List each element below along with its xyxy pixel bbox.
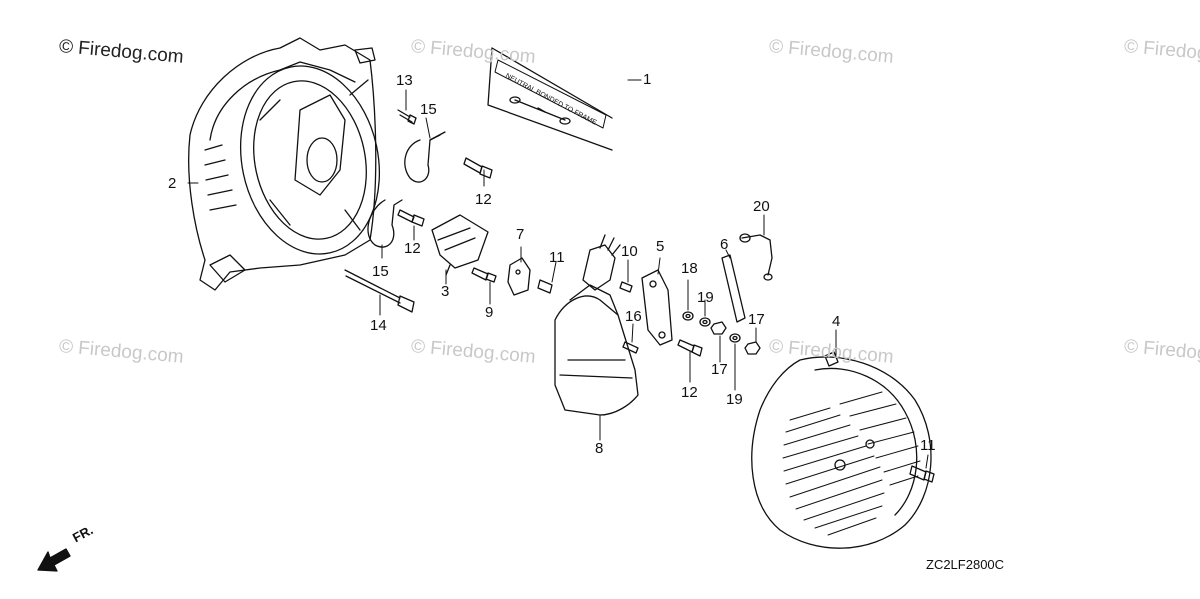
callout-6: 6 bbox=[720, 236, 729, 253]
nut-17-left bbox=[710, 321, 727, 335]
callout-15-upper: 15 bbox=[420, 101, 437, 118]
control-box-8 bbox=[554, 234, 639, 416]
washer-19-lower bbox=[729, 333, 741, 343]
callout-19-lower: 19 bbox=[726, 391, 743, 408]
callout-5: 5 bbox=[656, 238, 665, 255]
callout-1: 1 bbox=[643, 71, 652, 88]
callout-4: 4 bbox=[832, 313, 841, 330]
callout-7: 7 bbox=[516, 226, 525, 243]
drawing-code: ZC2LF2800C bbox=[926, 557, 1005, 572]
callout-12-lower: 12 bbox=[404, 240, 421, 257]
screw-9 bbox=[471, 267, 497, 283]
outer-cover-4 bbox=[751, 351, 932, 549]
bracket-7 bbox=[507, 257, 531, 296]
callout-15-lower: 15 bbox=[372, 263, 389, 280]
washer-18 bbox=[682, 311, 694, 321]
bolt-12-bottom bbox=[677, 339, 703, 357]
ground-wire-20 bbox=[739, 233, 773, 281]
washer-19-upper bbox=[699, 317, 711, 327]
callout-17-left: 17 bbox=[711, 361, 728, 378]
front-direction-arrow bbox=[37, 548, 71, 572]
callout-19-upper: 19 bbox=[697, 289, 714, 306]
through-bolt-14 bbox=[344, 269, 415, 313]
callout-9: 9 bbox=[485, 304, 494, 321]
callout-8: 8 bbox=[595, 440, 604, 457]
callout-11-cover: 11 bbox=[920, 437, 936, 454]
plate-5 bbox=[641, 269, 673, 346]
nut-17-right bbox=[744, 341, 761, 355]
callout-16: 16 bbox=[625, 308, 642, 325]
bar-6 bbox=[721, 254, 746, 323]
brush-holder-3 bbox=[431, 214, 489, 276]
svg-text:NEUTRAL BONDED TO FRAME: NEUTRAL BONDED TO FRAME bbox=[504, 73, 598, 127]
nut-11-cover bbox=[909, 465, 935, 483]
callout-10: 10 bbox=[621, 243, 638, 260]
callout-11-middle: 11 bbox=[549, 249, 565, 266]
wire-clamp-15-lower bbox=[367, 199, 403, 248]
callout-18: 18 bbox=[681, 260, 698, 277]
wire-clamp-15-upper bbox=[404, 131, 446, 183]
bolt-13 bbox=[397, 109, 417, 125]
callout-17-right: 17 bbox=[748, 311, 765, 328]
callout-3: 3 bbox=[441, 283, 450, 300]
bolt-12-upper bbox=[463, 157, 493, 179]
callout-12-upper: 12 bbox=[475, 191, 492, 208]
leader-lines bbox=[187, 79, 929, 469]
callout-20: 20 bbox=[753, 198, 770, 215]
screw-16 bbox=[622, 341, 639, 354]
rear-housing bbox=[188, 37, 381, 291]
nut-11-middle bbox=[537, 279, 553, 294]
callout-12-bottom: 12 bbox=[681, 384, 698, 401]
screw-10 bbox=[619, 281, 633, 293]
callout-14: 14 bbox=[370, 317, 387, 334]
callout-13: 13 bbox=[396, 72, 413, 89]
callout-2: 2 bbox=[168, 175, 177, 192]
bolt-12-lower bbox=[397, 209, 425, 227]
